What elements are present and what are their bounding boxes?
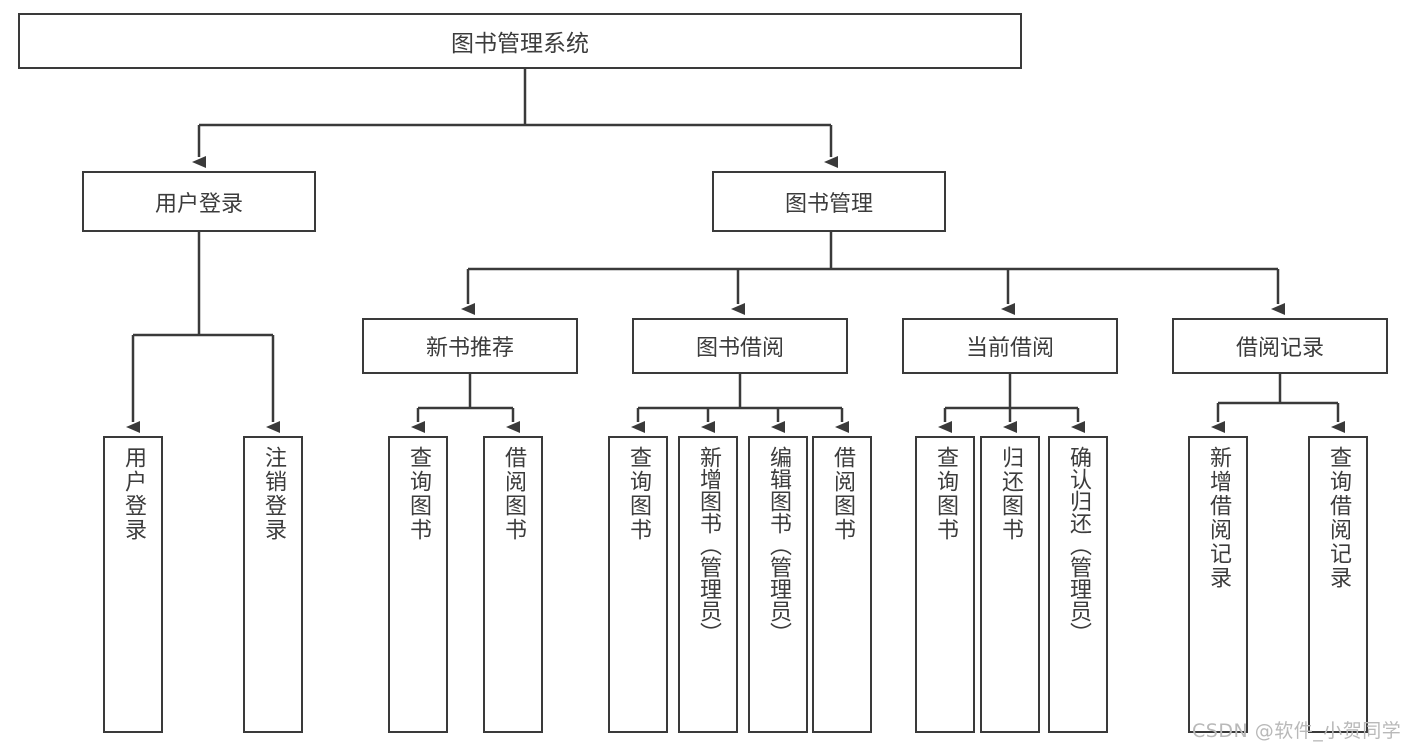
node-book-borrow-label: 图书借阅 (695, 336, 784, 361)
leaf-borrow-book-recommend-label: 借阅图书 (501, 446, 526, 542)
node-current-borrow[interactable]: 当前借阅 (902, 318, 1118, 374)
leaf-borrow-book[interactable]: 借阅图书 (812, 436, 872, 733)
leaf-user-login-label: 用户登录 (121, 446, 146, 542)
node-current-borrow-label: 当前借阅 (965, 336, 1054, 361)
leaf-add-book-admin[interactable]: 新增图书（管理员） (678, 436, 738, 733)
leaf-logout[interactable]: 注销登录 (243, 436, 303, 733)
node-borrow-record[interactable]: 借阅记录 (1172, 318, 1388, 374)
leaf-query-book-recommend-label: 查询图书 (406, 446, 431, 542)
node-root-label: 图书管理系统 (451, 31, 589, 57)
node-new-book-recommend-label: 新书推荐 (425, 336, 514, 361)
node-book-management[interactable]: 图书管理 (712, 171, 946, 232)
leaf-query-book-current-label: 查询图书 (933, 446, 958, 542)
watermark-text: CSDN @软件_小贺同学 (1192, 720, 1402, 742)
leaf-query-book-borrow[interactable]: 查询图书 (608, 436, 668, 733)
node-user-login[interactable]: 用户登录 (82, 171, 316, 232)
node-book-management-label: 图书管理 (784, 191, 873, 217)
leaf-logout-label: 注销登录 (261, 446, 286, 542)
leaf-borrow-book-recommend[interactable]: 借阅图书 (483, 436, 543, 733)
leaf-query-book-current[interactable]: 查询图书 (915, 436, 975, 733)
leaf-confirm-return-admin[interactable]: 确认归还（管理员） (1048, 436, 1108, 733)
leaf-edit-book-admin-label: 编辑图书（管理员） (766, 446, 791, 644)
leaf-query-book-recommend[interactable]: 查询图书 (388, 436, 448, 733)
leaf-query-book-borrow-label: 查询图书 (626, 446, 651, 542)
leaf-add-borrow-record-label: 新增借阅记录 (1206, 446, 1231, 590)
leaf-return-book-label: 归还图书 (998, 446, 1023, 542)
leaf-user-login[interactable]: 用户登录 (103, 436, 163, 733)
leaf-return-book[interactable]: 归还图书 (980, 436, 1040, 733)
node-root[interactable]: 图书管理系统 (18, 13, 1022, 69)
node-book-borrow[interactable]: 图书借阅 (632, 318, 848, 374)
leaf-edit-book-admin[interactable]: 编辑图书（管理员） (748, 436, 808, 733)
node-user-login-label: 用户登录 (154, 191, 243, 217)
leaf-query-borrow-record-label: 查询借阅记录 (1326, 446, 1351, 590)
leaf-confirm-return-admin-label: 确认归还（管理员） (1066, 446, 1091, 644)
leaf-query-borrow-record[interactable]: 查询借阅记录 (1308, 436, 1368, 733)
node-new-book-recommend[interactable]: 新书推荐 (362, 318, 578, 374)
leaf-borrow-book-label: 借阅图书 (830, 446, 855, 542)
node-borrow-record-label: 借阅记录 (1235, 336, 1324, 361)
leaf-add-book-admin-label: 新增图书（管理员） (696, 446, 721, 644)
leaf-add-borrow-record[interactable]: 新增借阅记录 (1188, 436, 1248, 733)
